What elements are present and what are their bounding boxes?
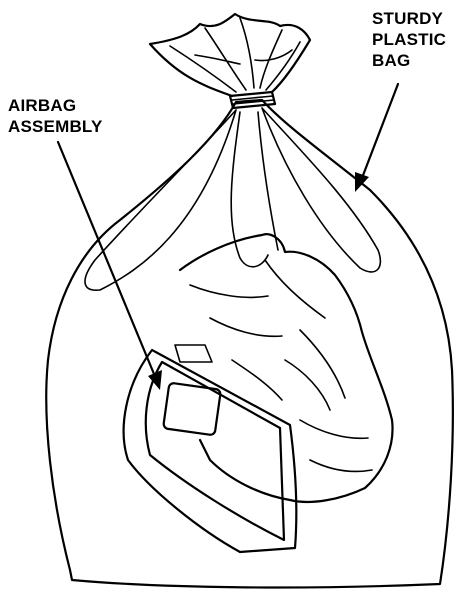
bag-leader-arrowhead <box>355 172 369 192</box>
ruffle-fold-lines <box>170 18 300 92</box>
label-line: ASSEMBLY <box>8 116 103 137</box>
label-line: BAG <box>372 50 446 71</box>
label-sturdy-plastic-bag: STURDY PLASTIC BAG <box>372 8 446 71</box>
label-line: PLASTIC <box>372 29 446 50</box>
airbag-cushion <box>180 234 393 502</box>
bag-fold-center-right <box>258 112 278 250</box>
bag-fold-center-left <box>231 112 268 267</box>
airbag-module-flap <box>175 345 212 362</box>
bag-leader-line <box>362 84 398 178</box>
bag-top-ruffle <box>150 14 310 96</box>
bag-fold-right <box>262 108 380 272</box>
label-airbag-assembly: AIRBAG ASSEMBLY <box>8 95 103 137</box>
label-line: STURDY <box>372 8 446 29</box>
airbag-leader-line <box>58 142 154 374</box>
plastic-bag-outline <box>46 100 453 587</box>
label-line: AIRBAG <box>8 95 103 116</box>
